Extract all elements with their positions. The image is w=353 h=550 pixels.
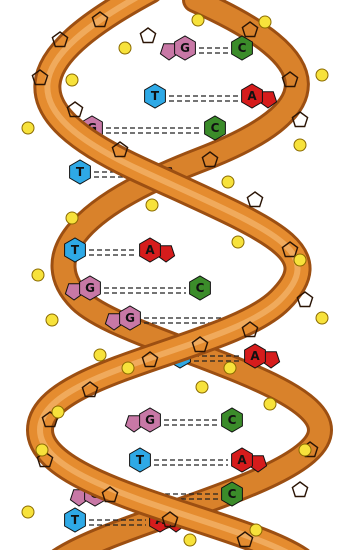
phosphate-dot (192, 14, 204, 26)
base-letter: C (211, 121, 220, 135)
base-letter: C (196, 281, 205, 295)
phosphate-dot (224, 362, 236, 374)
phosphate-dot (294, 254, 306, 266)
phosphate-dot (316, 312, 328, 324)
phosphate-dot (119, 42, 131, 54)
base-letter: G (180, 41, 190, 55)
base-letter: A (250, 349, 260, 363)
base-letter: G (85, 281, 95, 295)
phosphate-dot (66, 74, 78, 86)
base-letter: A (145, 243, 155, 257)
phosphate-dot (294, 139, 306, 151)
phosphate-dot (222, 176, 234, 188)
base-letter: C (228, 487, 237, 501)
phosphate-dot (259, 16, 271, 28)
phosphate-dot (32, 269, 44, 281)
base-letter: A (237, 453, 247, 467)
phosphate-dot (22, 122, 34, 134)
base-letter: T (71, 243, 80, 257)
phosphate-dot (66, 212, 78, 224)
base-letter: T (76, 165, 85, 179)
base-letter: T (71, 513, 80, 527)
phosphate-dot (264, 398, 276, 410)
phosphate-dot (316, 69, 328, 81)
phosphate-dot (250, 524, 262, 536)
phosphate-dot (36, 444, 48, 456)
phosphate-dot (184, 534, 196, 546)
base-letter: T (136, 453, 145, 467)
phosphate-dot (46, 314, 58, 326)
phosphate-dot (52, 406, 64, 418)
base-letter: G (145, 413, 155, 427)
phosphate-dot (196, 381, 208, 393)
phosphate-dot (146, 199, 158, 211)
base-letter: C (228, 413, 237, 427)
phosphate-dot (94, 349, 106, 361)
phosphate-dot (299, 444, 311, 456)
base-letter: T (151, 89, 160, 103)
base-letter: G (125, 311, 135, 325)
phosphate-dot (122, 362, 134, 374)
phosphate-dot (22, 506, 34, 518)
base-letter: A (247, 89, 257, 103)
phosphate-dot (232, 236, 244, 248)
base-letter: C (238, 41, 247, 55)
